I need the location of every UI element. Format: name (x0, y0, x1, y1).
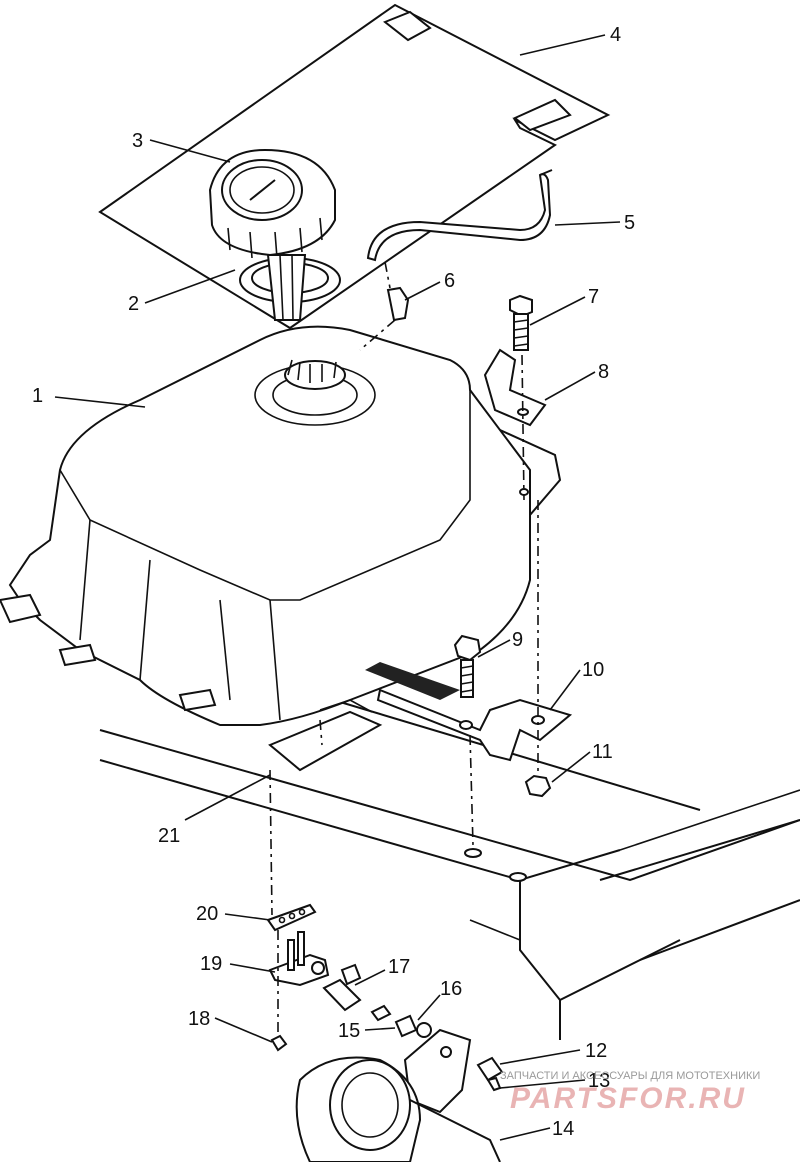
callout-8: 8 (598, 361, 609, 383)
callout-12: 12 (585, 1040, 607, 1062)
callout-2: 2 (128, 293, 139, 315)
bracket-and-bolt (483, 294, 547, 501)
heat-shield-plate (98, 3, 611, 330)
callout-21: 21 (158, 825, 180, 847)
callout-6: 6 (444, 270, 455, 292)
callout-13: 13 (588, 1070, 610, 1092)
callout-9: 9 (512, 629, 523, 651)
callout-labels: 1 2 3 4 5 6 7 8 9 10 11 12 13 14 15 16 1… (32, 24, 635, 1140)
callout-4: 4 (610, 24, 621, 46)
callout-14: 14 (552, 1118, 574, 1140)
petcock-assembly (266, 903, 504, 1162)
callout-15: 15 (338, 1020, 360, 1042)
fuel-tank (0, 325, 562, 726)
callout-20: 20 (196, 903, 218, 925)
callout-19: 19 (200, 953, 222, 975)
mount-bracket (365, 500, 573, 846)
watermark: ЗАПЧАСТИ И АКСЕССУАРЫ ДЛЯ МОТОТЕХНИКИ PA… (500, 1070, 760, 1115)
callout-10: 10 (582, 659, 604, 681)
callout-3: 3 (132, 130, 143, 152)
filler-cap (208, 148, 341, 321)
callout-16: 16 (440, 978, 462, 1000)
callout-7: 7 (588, 286, 599, 308)
pad (268, 699, 383, 916)
watermark-brand: PARTSFOR.RU (510, 1082, 746, 1115)
callout-17: 17 (388, 956, 410, 978)
watermark-tagline: ЗАПЧАСТИ И АКСЕССУАРЫ ДЛЯ МОТОТЕХНИКИ (500, 1070, 760, 1082)
callout-1: 1 (32, 385, 43, 407)
vent-hose (359, 169, 553, 351)
callout-5: 5 (624, 212, 635, 234)
callout-18: 18 (188, 1008, 210, 1030)
callout-11: 11 (592, 741, 613, 763)
leader-lines (54, 34, 621, 1141)
